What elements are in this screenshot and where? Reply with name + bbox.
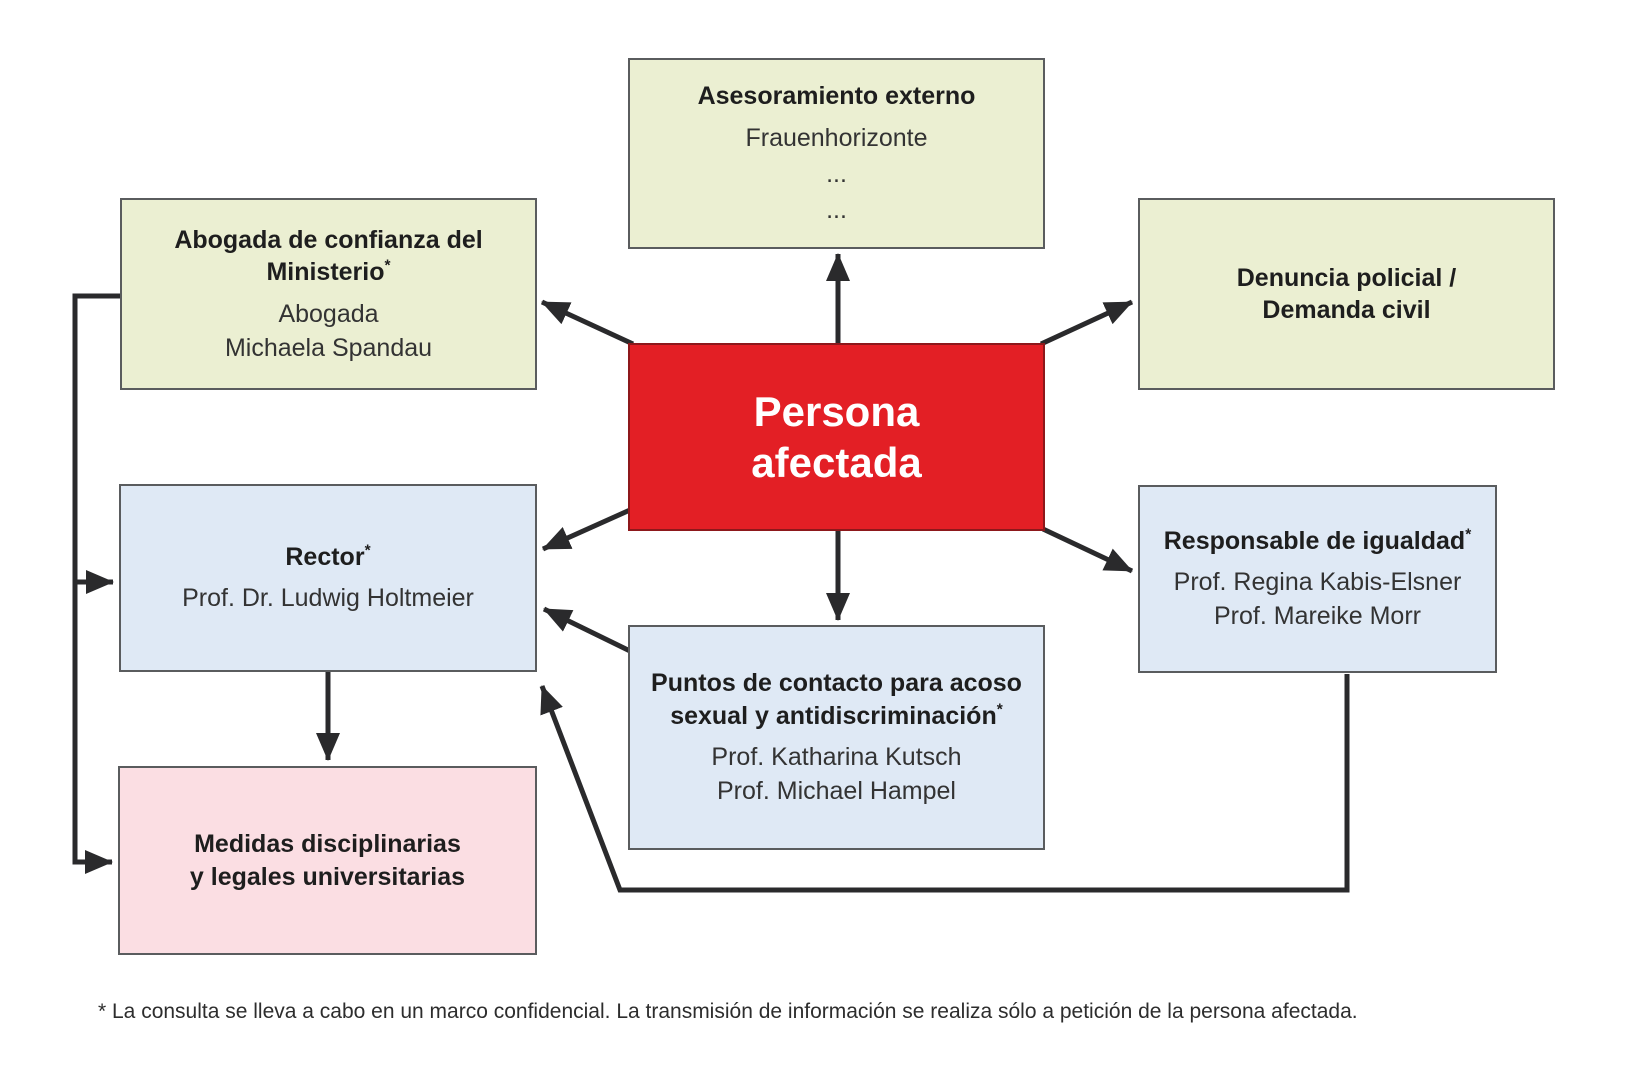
arrow-puntos-rector xyxy=(542,606,632,654)
node-line: ... xyxy=(826,195,847,224)
node-line: Abogada xyxy=(278,299,379,328)
node-asesoramiento-externo: Asesoramiento externo Frauenhorizonte ..… xyxy=(628,58,1045,249)
node-line: Prof. Dr. Ludwig Holtmeier xyxy=(182,584,474,613)
node-line: Prof. Michael Hampel xyxy=(717,777,956,805)
arrow-abogada-medidas xyxy=(72,293,120,874)
node-line: Prof. Regina Kabis-Elsner xyxy=(1173,568,1462,597)
arrow-responsable-rector xyxy=(539,674,1350,893)
footnote-marker: * xyxy=(1465,526,1472,544)
arrow-persona-rector xyxy=(541,507,632,552)
node-line: Michaela Spandau xyxy=(224,333,433,362)
node-title: Abogada de confianza del Ministerio* xyxy=(174,225,483,287)
footnote-marker: * xyxy=(996,701,1003,719)
node-abogada-confianza: Abogada de confianza del Ministerio* Abo… xyxy=(120,198,537,390)
arrow-persona-responsable xyxy=(1041,526,1134,574)
node-denuncia-policial: Denuncia policial / Demanda civil xyxy=(1138,198,1555,390)
node-title: Responsable de igualdad* xyxy=(1163,526,1472,555)
node-responsable-igualdad: Responsable de igualdad* Prof. Regina Ka… xyxy=(1138,485,1497,673)
node-rector: Rector* Prof. Dr. Ludwig Holtmeier xyxy=(119,484,537,672)
node-line: Prof. Mareike Morr xyxy=(1214,602,1421,631)
node-title: Asesoramiento externo xyxy=(697,82,976,111)
node-puntos-contacto: Puntos de contacto para acoso sexual y a… xyxy=(628,625,1045,850)
node-title: Medidas disciplinarias y legales univers… xyxy=(189,830,466,891)
node-title: Puntos de contacto para acoso sexual y a… xyxy=(651,669,1022,730)
arrow-persona-abogada xyxy=(540,299,635,347)
node-title: Rector* xyxy=(285,542,371,571)
node-medidas-disciplinarias: Medidas disciplinarias y legales univers… xyxy=(118,766,537,955)
node-line: ... xyxy=(826,159,847,188)
node-title: Denuncia policial / Demanda civil xyxy=(1236,263,1457,325)
node-persona-afectada: Persona afectada xyxy=(628,343,1045,531)
node-line: Prof. Katharina Kutsch xyxy=(711,743,962,771)
footnote-marker: * xyxy=(364,542,371,560)
node-line: Frauenhorizonte xyxy=(745,123,928,152)
footnote: * La consulta se lleva a cabo en un marc… xyxy=(98,1000,1358,1023)
node-title: Persona afectada xyxy=(751,387,922,486)
footnote-marker: * xyxy=(384,257,391,275)
arrow-persona-denuncia xyxy=(1039,299,1134,347)
